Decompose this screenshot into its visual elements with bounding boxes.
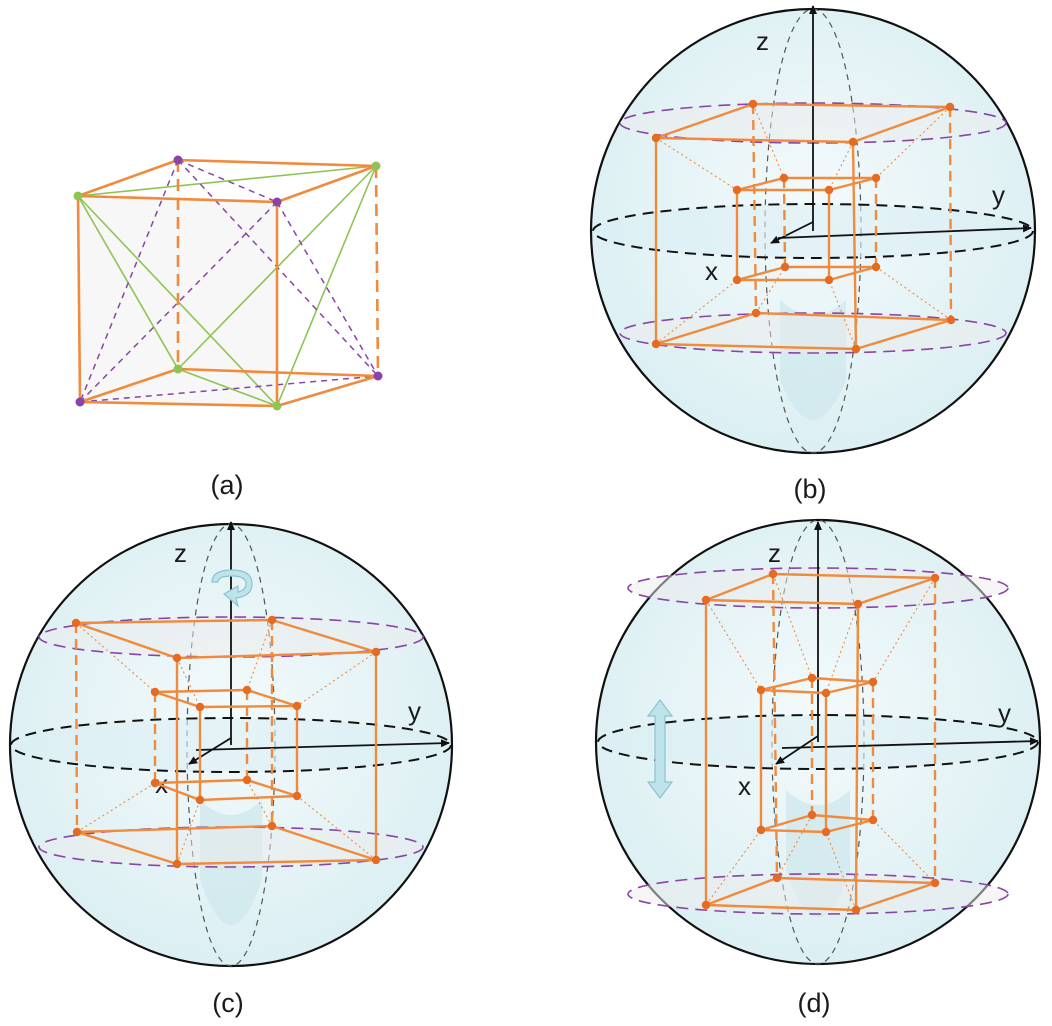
- rotate-arrow-icon: [211, 569, 253, 608]
- vertical-double-arrow-icon: [646, 699, 674, 799]
- axis-z-label-b: z: [756, 26, 769, 56]
- axis-x-label-b: x: [705, 256, 718, 286]
- caption-a: (a): [211, 470, 244, 500]
- axis-x-label-d: x: [738, 771, 751, 801]
- axis-z-label-d: z: [768, 538, 781, 568]
- axis-y-label-d: y: [998, 698, 1011, 728]
- panel-c: z y x: [8, 521, 454, 1018]
- axis-x-label-c: x: [155, 769, 168, 799]
- caption-c: (c): [212, 988, 243, 1018]
- panel-a: (a): [73, 155, 383, 500]
- axis-z-label-c: z: [174, 538, 187, 568]
- panel-b: z y x: [589, 5, 1037, 504]
- caption-b: (b): [794, 474, 827, 504]
- axis-y-label-b: y: [992, 180, 1005, 210]
- caption-d: (d): [798, 988, 831, 1018]
- hypercube-c: [71, 615, 381, 869]
- cube-a: [73, 155, 383, 411]
- hypercube-d: [701, 569, 940, 915]
- hypercube-b: [651, 99, 956, 354]
- panel-d: z y x: [594, 518, 1042, 1018]
- axis-y-label-c: y: [408, 696, 421, 726]
